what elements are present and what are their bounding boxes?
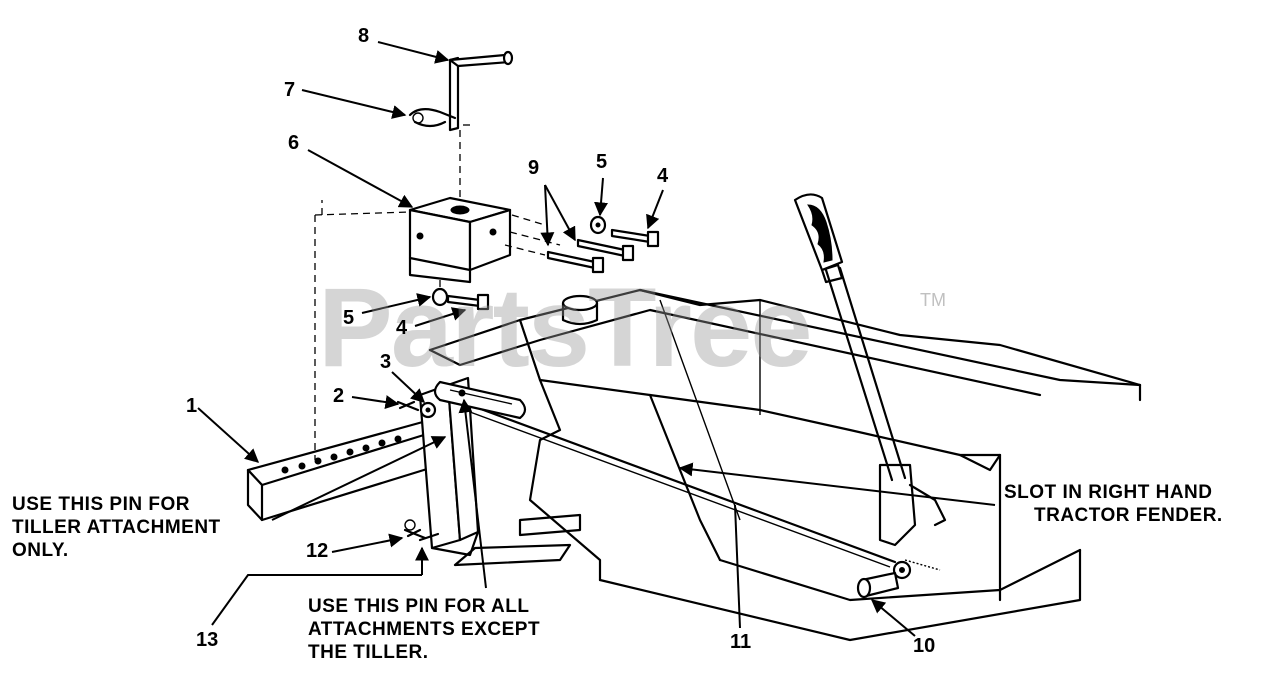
hitch-pin <box>408 50 514 132</box>
callout-leaders <box>197 41 996 637</box>
callout-7: 7 <box>284 79 296 101</box>
mounting-bracket <box>408 196 512 284</box>
callout-12: 12 <box>306 540 329 562</box>
bolts <box>431 215 660 311</box>
watermark-trademark: TM <box>920 290 946 310</box>
callout-6: 6 <box>288 132 300 154</box>
callout-10: 10 <box>913 635 936 657</box>
callout-9: 9 <box>528 157 540 179</box>
callout-4-lower: 4 <box>396 317 408 339</box>
watermark: PartsTree <box>318 265 813 390</box>
callout-8: 8 <box>358 25 370 47</box>
callout-2: 2 <box>333 385 345 407</box>
lift-lever <box>793 193 947 599</box>
callout-5-upper: 5 <box>596 151 608 173</box>
hitch-frame <box>246 376 527 557</box>
tractor-body <box>428 288 1142 642</box>
callout-3: 3 <box>380 351 392 373</box>
note-all-attachments-pin: USE THIS PIN FOR ALL ATTACHMENTS EXCEPT … <box>308 596 541 663</box>
callout-5-lower: 5 <box>343 307 355 329</box>
note-fender-slot: SLOT IN RIGHT HAND TRACTOR FENDER. <box>1004 482 1223 526</box>
lift-rod <box>468 403 897 564</box>
callout-4-upper: 4 <box>657 165 669 187</box>
callout-11: 11 <box>730 631 752 653</box>
assembly-lines <box>314 124 561 460</box>
callout-1: 1 <box>186 395 198 417</box>
note-tiller-pin: USE THIS PIN FOR TILLER ATTACHMENT ONLY. <box>12 494 221 561</box>
callout-13: 13 <box>196 629 219 651</box>
